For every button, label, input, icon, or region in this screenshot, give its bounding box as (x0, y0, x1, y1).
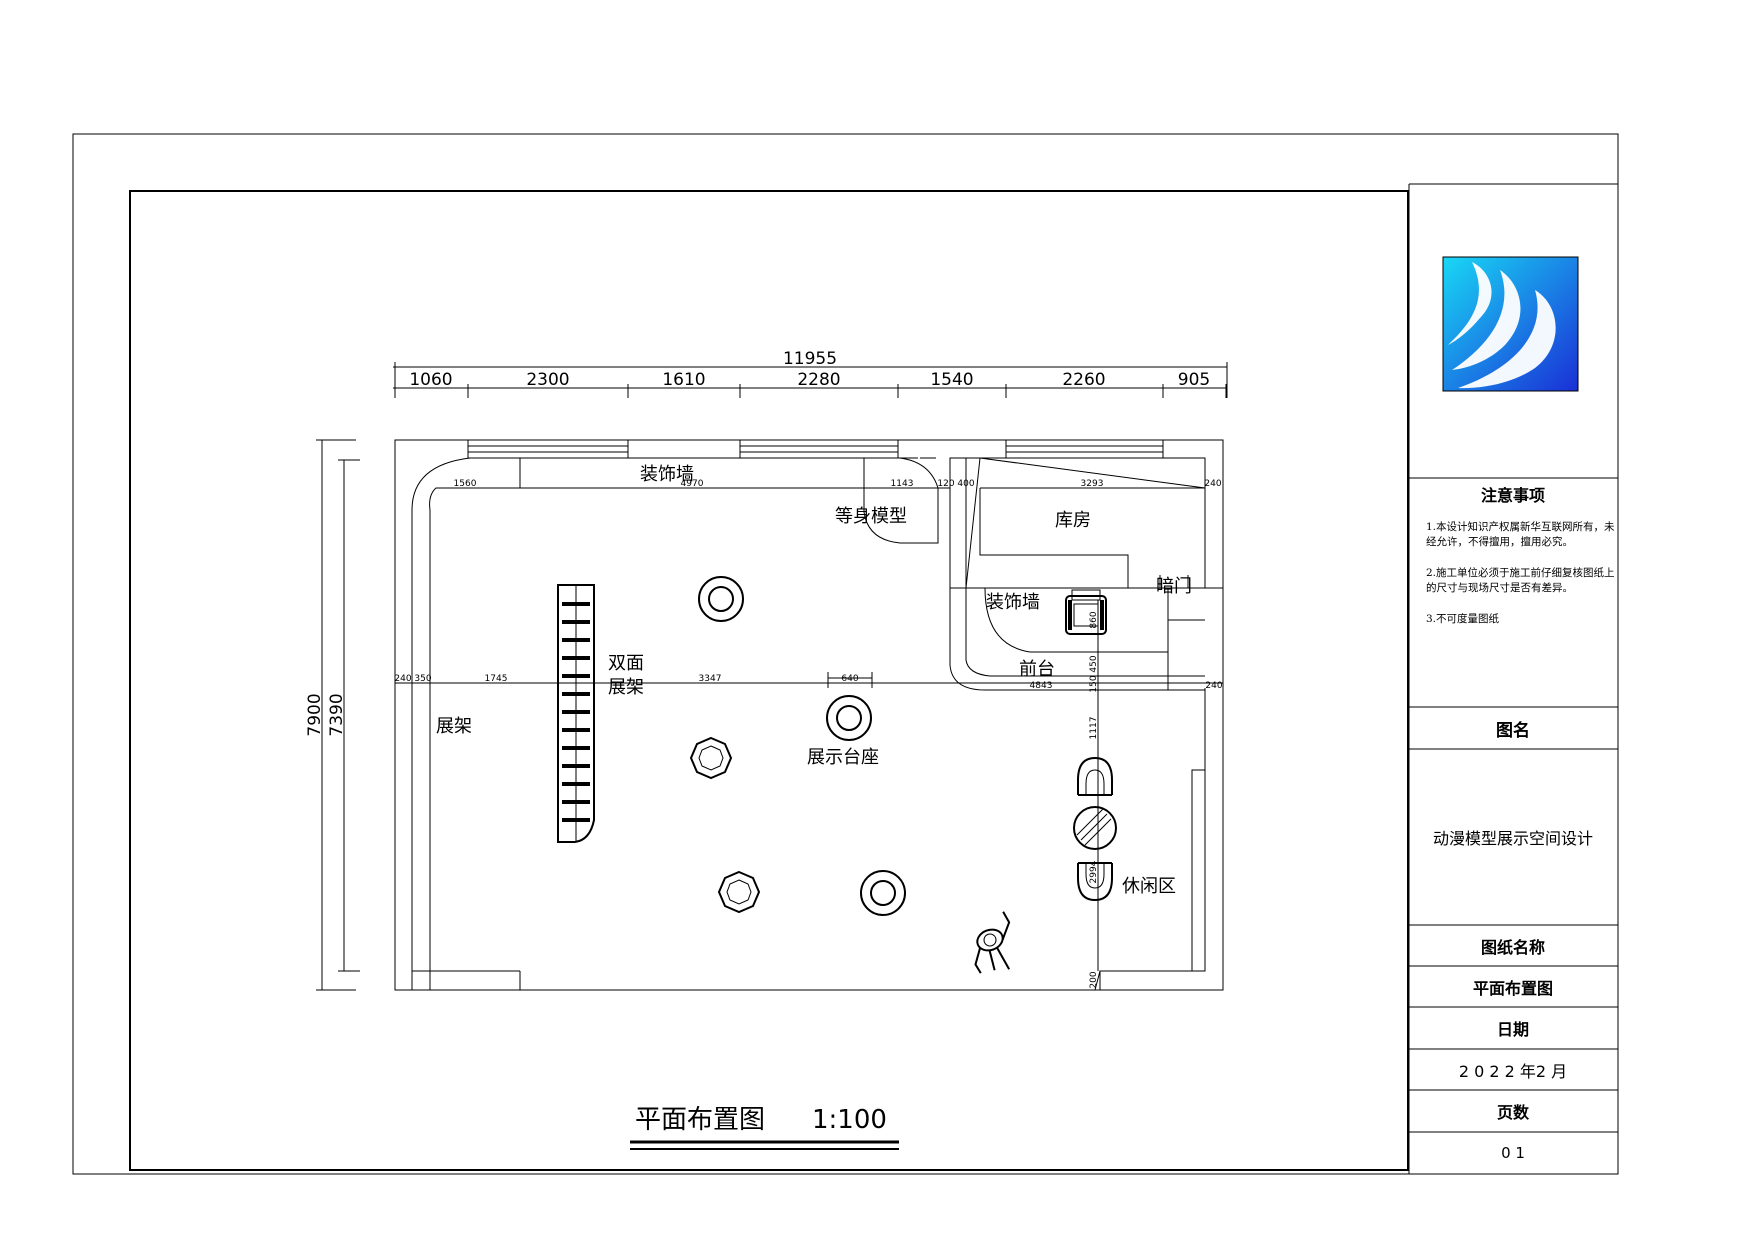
dim-4843: 4843 (1030, 681, 1053, 691)
label-lounge: 休闲区 (1122, 876, 1176, 897)
note-2: 2.施工单位必须于施工前仔细复核图纸上的尺寸与现场尺寸是否有差异。 (1426, 567, 1615, 594)
dim-height-outer: 7900 (305, 693, 325, 736)
drawing-name: 动漫模型展示空间设计 (1432, 829, 1593, 848)
dim-seg-6: 2260 (1062, 370, 1105, 390)
notes-list: 1.本设计知识产权属新华互联网所有，未经允许，不得擅用，擅用必究。 2.施工单位… (1426, 520, 1616, 643)
dim-seg-2: 2300 (526, 370, 569, 390)
label-deco-wall-mid: 装饰墙 (986, 592, 1040, 613)
caption-scale: 1:100 (812, 1105, 887, 1135)
round-pedestal-icon (860, 870, 906, 916)
double-sided-shelf (557, 584, 595, 843)
drawing-name-label: 图名 (1496, 720, 1530, 741)
dim-3293: 3293 (1081, 479, 1104, 489)
label-storage: 库房 (1055, 510, 1091, 531)
dim-4970: 4970 (681, 479, 704, 489)
person-figure-icon (974, 911, 1011, 974)
page-label: 页数 (1496, 1103, 1529, 1122)
label-hidden-door: 暗门 (1156, 576, 1192, 597)
dim-seg-7: 905 (1178, 370, 1210, 390)
dim-1117: 1117 (1089, 717, 1099, 740)
octagon-pedestal-icon (717, 870, 761, 914)
dim-3347: 3347 (699, 674, 722, 684)
dim-total-width: 11955 (783, 349, 837, 369)
dim-120-400: 120 400 (937, 479, 974, 489)
dim-1745: 1745 (485, 674, 508, 684)
note-1: 1.本设计知识产权属新华互联网所有，未经允许，不得擅用，擅用必究。 (1426, 521, 1615, 548)
label-display-base: 展示台座 (807, 747, 879, 768)
dim-seg-4: 2280 (797, 370, 840, 390)
page-value: 0 1 (1501, 1144, 1525, 1162)
dim-1560: 1560 (454, 479, 477, 489)
reception-chair-icon (1065, 589, 1107, 635)
octagon-pedestal-icon (689, 736, 733, 780)
dim-2994: 2994 (1089, 860, 1099, 883)
reception-area (949, 587, 1205, 691)
dim-240-right: 240 (1205, 681, 1222, 691)
floor-plan: 11955 1060 2300 1610 2280 1540 2260 905 … (305, 349, 1228, 991)
label-shelf: 展架 (436, 716, 472, 737)
dim-640: 640 (841, 674, 858, 684)
dim-seg-5: 1540 (930, 370, 973, 390)
dim-150-450: 150 450 (1089, 655, 1099, 692)
walls (394, 439, 1224, 991)
round-pedestal-icon (826, 695, 872, 741)
label-reception: 前台 (1019, 659, 1055, 680)
dim-seg-3: 1610 (662, 370, 705, 390)
label-deco-wall-top: 装饰墙 (640, 464, 694, 485)
dim-860: 860 (1089, 611, 1099, 628)
dim-height-inner: 7390 (327, 693, 347, 736)
display-pedestals (689, 576, 906, 916)
wave-logo-icon (1442, 256, 1579, 392)
dim-240-top-right: 240 (1204, 479, 1221, 489)
round-pedestal-icon (698, 576, 744, 622)
title-block (1408, 183, 1618, 1174)
plan-caption: 平面布置图 1:100 (630, 1105, 899, 1150)
label-double-shelf-2: 展架 (608, 677, 644, 698)
date-label: 日期 (1496, 1020, 1529, 1039)
lounge-area (1073, 756, 1117, 902)
inner-frame (129, 190, 1409, 1171)
storage-room (949, 457, 1206, 589)
label-double-shelf-1: 双面 (608, 653, 644, 674)
dim-1143: 1143 (891, 479, 914, 489)
dim-200: 200 (1089, 971, 1099, 988)
dim-240-350: 240 350 (394, 674, 431, 684)
dim-seg-1: 1060 (409, 370, 452, 390)
sheet-name-label: 图纸名称 (1480, 937, 1545, 957)
mid-dimension-marks (827, 600, 1099, 971)
notes-heading: 注意事项 (1480, 486, 1545, 505)
caption-title: 平面布置图 (635, 1105, 765, 1135)
label-full-size-model: 等身模型 (835, 506, 907, 527)
date-value: 2 0 2 2 年2 月 (1458, 1061, 1568, 1081)
top-dimensions: 11955 1060 2300 1610 2280 1540 2260 905 (393, 349, 1228, 398)
outer-frame (72, 133, 1619, 1175)
note-3: 3.不可度量图纸 (1426, 613, 1500, 625)
left-dimensions: 7900 7390 (305, 439, 360, 991)
sheet-name: 平面布置图 (1472, 978, 1553, 998)
